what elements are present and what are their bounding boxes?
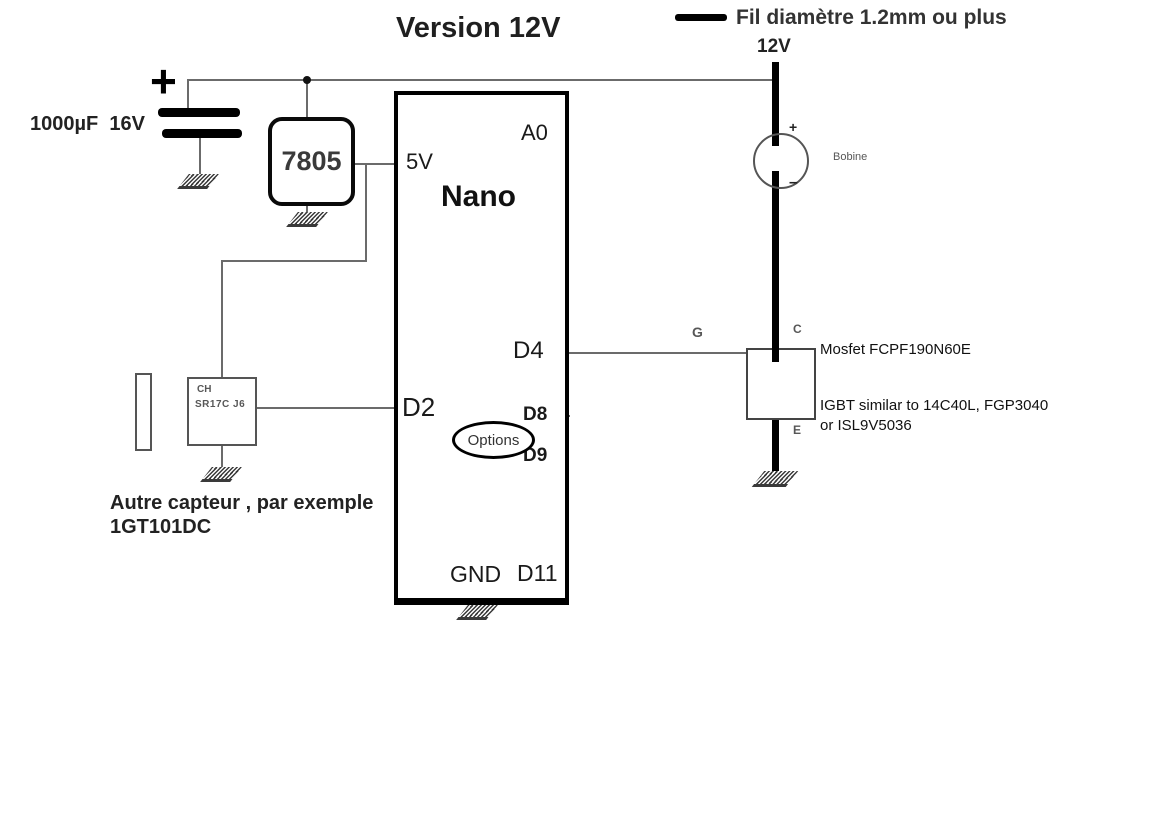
nano-pin-5v: 5V: [406, 149, 433, 174]
diagram-title: Version 12V: [396, 12, 561, 44]
ground-symbol-nano: [456, 605, 498, 620]
capacitor-bottom-plate: [162, 129, 242, 138]
wire-top-rail: [187, 79, 778, 81]
igbt-note-line1: IGBT similar to 14C40L, FGP3040: [820, 397, 1049, 414]
transistor-gate-label: G: [692, 324, 703, 340]
mosfet-note: Mosfet FCPF190N60E: [820, 341, 971, 358]
sensor-marking-line1: CH: [197, 384, 212, 395]
transistor-emitter-label: E: [793, 423, 802, 437]
coil-label: Bobine: [833, 151, 868, 163]
wire-sensor-ground: [221, 441, 223, 469]
coil-minus: –: [789, 174, 798, 191]
regulator-label: 7805: [281, 146, 342, 176]
hall-sensor: [187, 377, 257, 446]
magnet-bar: [135, 373, 152, 451]
nano-label: Nano: [441, 180, 516, 213]
sensor-marking-line2: SR17C J6: [195, 399, 246, 410]
nano-pin-gnd: GND: [450, 561, 502, 587]
capacitor-value: 1000µF: [30, 113, 99, 135]
wire-cap-top-stub: [187, 79, 189, 110]
wire-collector-inside: [772, 348, 779, 362]
nano-pin-d11: D11: [517, 560, 558, 586]
sensor-caption: Autre capteur , par exemple 1GT101DC: [110, 491, 373, 539]
capacitor-top-plate: [158, 108, 240, 117]
capacitor-value-label: 1000µF 16V: [30, 113, 145, 136]
ground-symbol-sensor: [200, 467, 242, 482]
junction-dot: [303, 76, 311, 84]
wire-regulator-input: [306, 79, 308, 118]
ground-symbol-regulator: [286, 212, 328, 227]
transistor-body: [746, 348, 816, 420]
nano-board: [394, 91, 569, 605]
wire-coil-to-collector: [772, 171, 779, 362]
nano-pin-d2: D2: [402, 392, 436, 422]
nano-pin-a0: A0: [521, 120, 548, 145]
coil-plus: +: [789, 119, 798, 135]
nano-pin-d8: D8: [523, 404, 548, 425]
sensor-caption-line1: Autre capteur , par exemple: [110, 492, 374, 514]
sensor-caption-line2: 1GT101DC: [110, 516, 212, 538]
nano-pin-d4: D4: [513, 337, 544, 364]
legend-thick-wire-sample: [675, 14, 727, 21]
legend-label: Fil diamètre 1.2mm ou plus: [736, 6, 1007, 29]
wire-d4-to-gate: [559, 352, 747, 354]
ground-symbol-emitter: [751, 471, 799, 487]
options-oval: Options: [452, 421, 535, 459]
wire-5v-branch-down: [365, 163, 367, 262]
wire-cap-ground: [199, 136, 201, 176]
ground-symbol-capacitor: [177, 174, 219, 189]
supply-12v-label: 12V: [757, 36, 791, 57]
wire-sensor-to-d2: [252, 407, 396, 409]
wire-sensor-supply: [221, 260, 223, 379]
wire-emitter-to-ground: [772, 404, 779, 473]
wire-12v-drop: [772, 62, 779, 146]
options-label: Options: [467, 431, 520, 449]
transistor-collector-label: C: [793, 322, 802, 336]
igbt-note-line2: or ISL9V5036: [820, 417, 912, 434]
wire-5v-branch-left: [221, 260, 367, 262]
capacitor-voltage: 16V: [109, 113, 145, 135]
capacitor-polarity-plus: +: [150, 55, 177, 107]
nano-pin-d9: D9: [523, 445, 548, 466]
coil-symbol: [753, 133, 809, 189]
wire-5v-to-nano: [346, 163, 396, 165]
regulator-7805: 7805: [268, 117, 355, 206]
